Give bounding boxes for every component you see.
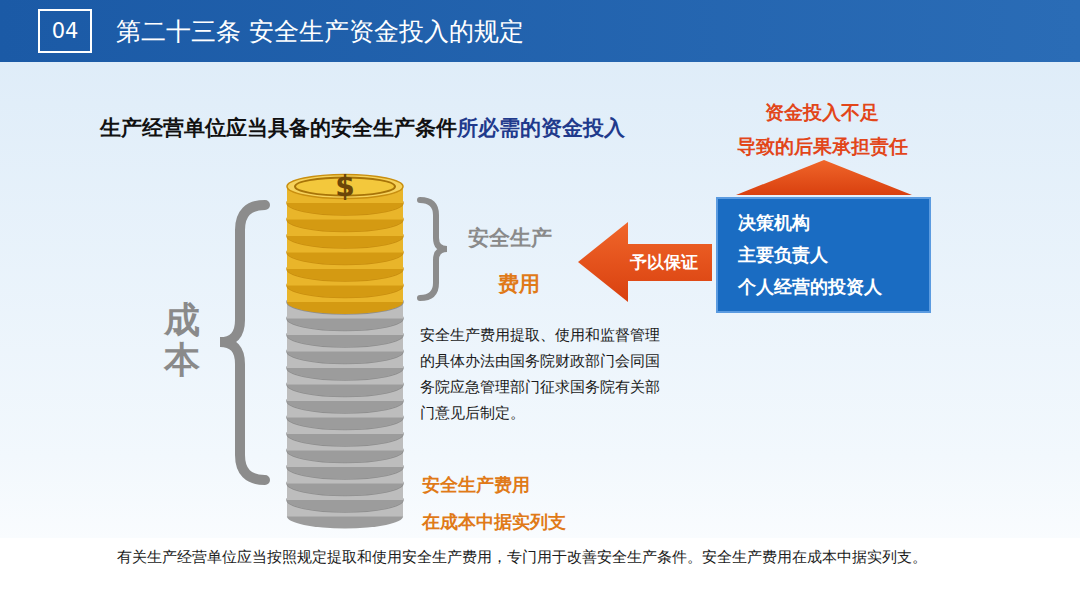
cost-brace	[220, 205, 265, 480]
subtitle-emphasis: 所必需的资金投入	[457, 114, 625, 142]
responsible-party: 个人经营的投资人	[738, 275, 919, 299]
responsible-party-box: 决策机构主要负责人个人经营的投资人	[716, 197, 931, 313]
guarantee-arrow	[578, 222, 712, 302]
caption: 有关生产经营单位应当按照规定提取和使用安全生产费用，专门用于改善安全生产条件。安…	[117, 548, 927, 567]
header-bar	[0, 0, 1080, 62]
title: 第二十三条 安全生产资金投入的规定	[116, 15, 524, 48]
subtitle: 生产经营单位应当具备的安全生产条件	[100, 114, 457, 142]
warning-text: 导致的后果承担责任	[737, 134, 908, 160]
accounting-note: 在成本中据实列支	[422, 510, 566, 534]
accounting-note: 安全生产费用	[422, 473, 530, 497]
cost-label: 成本	[164, 300, 200, 379]
fee-label: 安全生产	[468, 224, 552, 252]
arrow-label: 予以保证	[630, 251, 698, 274]
coin-stack	[287, 175, 403, 529]
responsible-party: 决策机构	[738, 211, 919, 235]
fee-brace	[420, 200, 447, 298]
note-text: 安全生产费用提取、使用和监督管理的具体办法由国务院财政部门会同国务院应急管理部门…	[420, 322, 672, 426]
section-number: 04	[52, 19, 79, 43]
warning-text: 资金投入不足	[765, 100, 879, 126]
section-number-box: 04	[38, 9, 92, 53]
fee-label: 费用	[498, 270, 540, 298]
dollar-sign: $	[335, 170, 354, 203]
responsible-party: 主要负责人	[738, 243, 919, 267]
footer-band	[0, 538, 1080, 608]
up-arrow	[736, 160, 912, 195]
